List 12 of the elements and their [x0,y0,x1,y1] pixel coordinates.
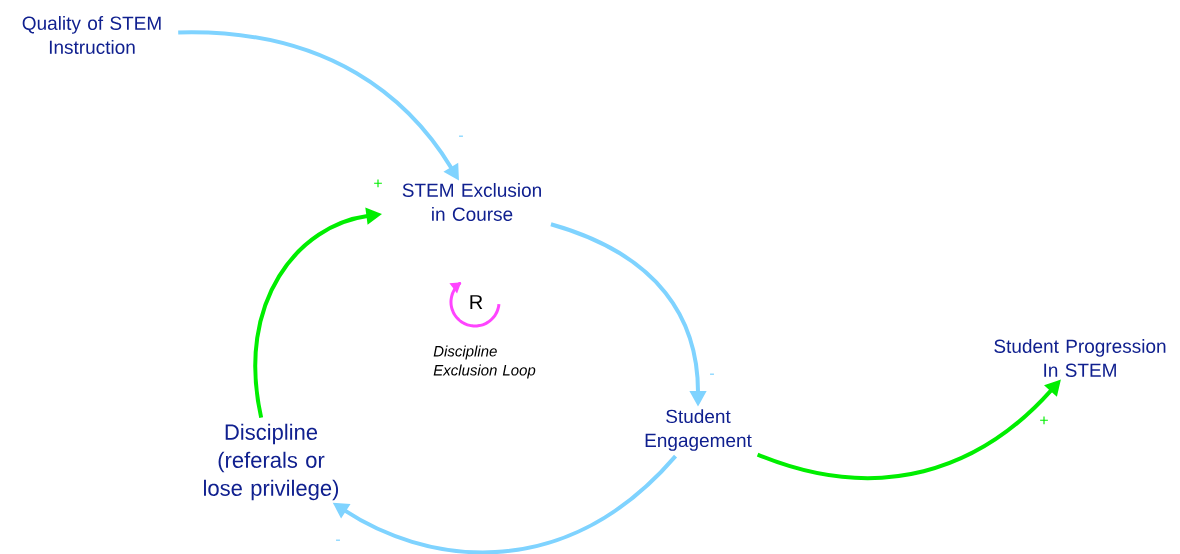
loop-name: Discipline Exclusion Loop [433,345,536,379]
polarity-sign: + [1040,416,1048,425]
loop-letter: R [470,295,483,309]
polarity-sign: - [459,135,463,137]
variable-label: Quality of STEM Instruction [22,16,161,54]
variable-label: Discipline (referals or lose privilege) [204,423,339,501]
polarity-sign: - [710,373,714,375]
variable-label: Student Progression In STEM [994,339,1166,377]
polarity-sign: + [374,179,382,188]
polarity-sign: - [336,539,340,541]
variable-label: Student Engagement [645,409,752,451]
variable-label: STEM Exclusion in Course [402,183,541,221]
